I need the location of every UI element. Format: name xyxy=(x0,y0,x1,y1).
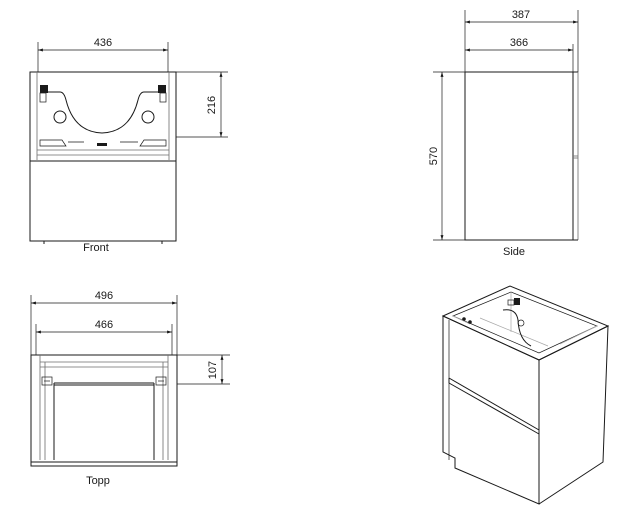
top-cabinet-outline xyxy=(30,354,178,467)
side-view: 387 366 570 Side xyxy=(428,9,579,258)
top-outer-width-dimension: 496 xyxy=(95,290,113,302)
front-right-hole xyxy=(141,110,155,124)
front-left-bracket xyxy=(40,85,48,93)
side-outer-depth-dimension: 387 xyxy=(512,9,530,21)
top-view: 496 466 107 Topp xyxy=(30,290,230,487)
front-height-dimension: 216 xyxy=(206,96,218,114)
front-right-bracket xyxy=(158,85,166,93)
top-inner-width-dimension: 466 xyxy=(95,319,113,331)
top-depth-dimension: 107 xyxy=(207,361,219,379)
isometric-view xyxy=(441,285,610,505)
iso-right-face xyxy=(538,325,609,505)
front-view-label: Front xyxy=(83,242,109,254)
front-cabinet-outline xyxy=(29,71,177,242)
side-inner-depth-dimension: 366 xyxy=(510,37,528,49)
side-view-label: Side xyxy=(503,246,525,258)
front-left-hole xyxy=(53,110,67,124)
front-width-dimension: 436 xyxy=(94,37,112,49)
front-siphon-cutout xyxy=(48,91,158,134)
iso-front-face xyxy=(442,315,540,505)
iso-siphon-cutout xyxy=(502,309,532,347)
top-view-label: Topp xyxy=(86,475,110,487)
iso-drawer-split xyxy=(448,377,540,431)
front-view: 436 216 Front xyxy=(29,37,228,254)
side-height-dimension: 570 xyxy=(428,147,440,165)
side-cabinet-outline xyxy=(464,71,574,241)
